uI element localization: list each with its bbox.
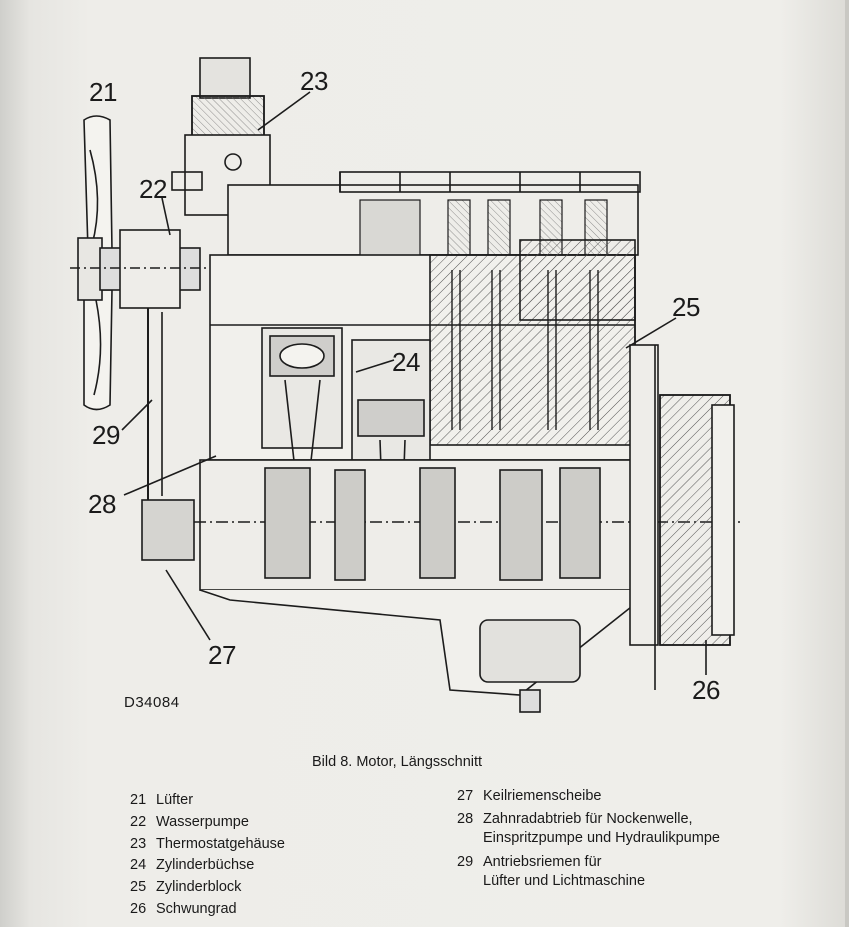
page-edge [845,0,849,927]
legend-item: 28 Zahnradabtrieb für Nockenwelle, Einsp… [457,810,720,848]
legend-text: Schwungrad [156,900,237,917]
legend-item: 26 Schwungrad [130,899,285,921]
legend-number: 29 [457,854,474,870]
legend-text: Wasserpumpe [156,813,249,830]
callout-25: 25 [672,292,700,322]
legend-number: 21 [130,792,147,808]
callout-21: 21 [89,77,117,107]
callout-29: 29 [92,420,120,450]
legend-text: Lüfter und Lichtmaschine [483,873,646,889]
legend-number: 23 [130,835,147,852]
drawing-number: D34084 [124,694,180,711]
legend-number: 26 [130,900,147,917]
callout-23: 23 [300,66,328,96]
legend-number: 27 [457,788,474,804]
figure-caption: Bild 8. Motor, Längsschnitt [312,754,483,770]
legend-item: 21 Lüfter [130,790,285,812]
callout-22: 22 [139,174,167,204]
legend-item: 29 Antriebsriemen für Lüfter und Lichtma… [457,853,720,891]
legend-number: 22 [130,813,147,830]
legend-item: 27 Keilriemenscheibe [457,787,720,806]
legend-text: Einspritzpumpe und Hydraulikpumpe [483,830,720,846]
engine-section-drawing [70,57,740,713]
callout-28: 28 [88,489,116,519]
legend-left: 21 Lüfter 22 Wasserpumpe 23 Thermostatgehäu… [130,790,285,921]
callout-26: 26 [692,675,720,705]
legend-number: 25 [130,879,147,896]
legend-number: 28 [457,811,474,827]
legend-item: 24 Zylinderbüchse [130,855,285,877]
legend-text: Zylinderbüchse [156,857,255,874]
legend-right: 27 Keilriemenscheibe 28 Zahnradabtrieb f… [457,787,720,891]
callout-24: 24 [392,347,420,377]
callout-27: 27 [208,640,236,670]
legend-text: Keilriemenscheibe [483,788,602,804]
legend-item: 25 Zylinderblock [130,877,285,899]
legend-item: 22 Wasserpumpe [130,812,285,834]
legend-text: Zahnradabtrieb für Nockenwelle, [483,811,693,827]
legend-text: Antriebsriemen für [483,854,602,870]
legend-item: 23 Thermostatgehäuse [130,834,285,856]
legend-text: Zylinderblock [156,879,242,896]
legend-text: Lüfter [156,792,194,808]
legend-number: 24 [130,857,147,874]
legend-text: Thermostatgehäuse [156,835,285,852]
